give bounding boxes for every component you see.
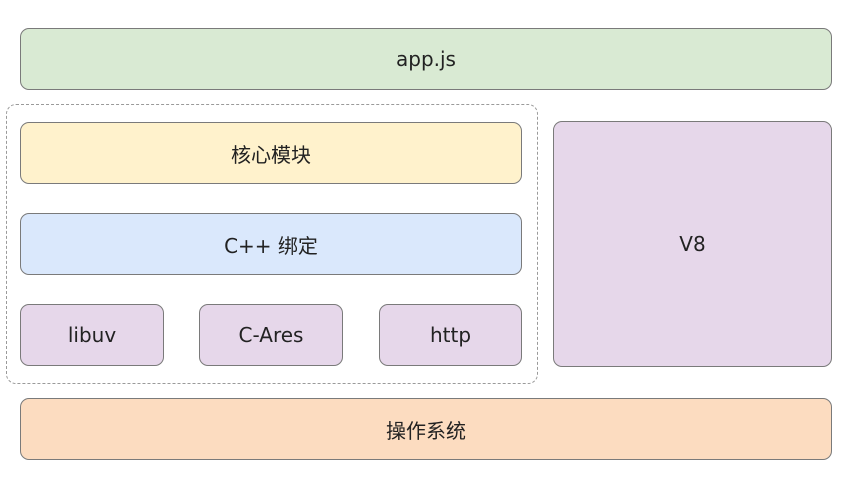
operating-system-layer: 操作系统: [20, 398, 832, 460]
v8-engine-box: V8: [553, 121, 832, 367]
libuv-label: libuv: [67, 323, 117, 347]
core-modules-label: 核心模块: [231, 142, 311, 167]
http-box: http: [379, 304, 522, 366]
app-js-layer: app.js: [20, 28, 832, 90]
c-ares-box: C-Ares: [199, 304, 343, 366]
c-ares-label: C-Ares: [238, 323, 304, 347]
cpp-bindings-label: C++ 绑定: [224, 233, 318, 258]
v8-label: V8: [679, 232, 706, 256]
operating-system-label: 操作系统: [386, 418, 466, 443]
cpp-bindings-layer: C++ 绑定: [20, 213, 522, 275]
core-modules-layer: 核心模块: [20, 122, 522, 184]
app-js-label: app.js: [396, 47, 456, 71]
http-label: http: [429, 323, 472, 347]
nodejs-runtime-group: [6, 104, 538, 384]
libuv-box: libuv: [20, 304, 164, 366]
